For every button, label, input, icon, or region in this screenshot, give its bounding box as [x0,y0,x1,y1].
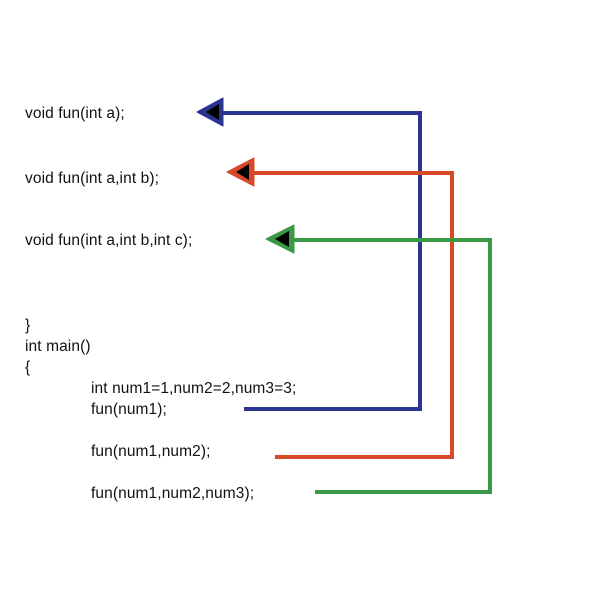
arrow-line-call-1 [222,111,422,411]
arrow-line-call-3 [292,238,492,494]
arrowhead-inner-call-2 [236,164,249,180]
main-signature: int main() [25,338,91,355]
arrowhead-inner-call-1 [206,104,219,120]
closing-brace: } [25,317,31,334]
declaration-fun-one-arg: void fun(int a); [25,105,125,122]
arrow-line-call-2 [252,171,454,459]
arrowhead-inner-call-3 [275,231,289,247]
call-fun-three-args: fun(num1,num2,num3); [91,485,255,502]
declaration-fun-three-args: void fun(int a,int b,int c); [25,232,193,249]
variable-declaration: int num1=1,num2=2,num3=3; [91,380,297,397]
opening-brace: { [25,359,31,376]
call-fun-two-args: fun(num1,num2); [91,443,211,460]
declaration-fun-two-args: void fun(int a,int b); [25,170,160,187]
call-fun-one-arg: fun(num1); [91,401,167,418]
